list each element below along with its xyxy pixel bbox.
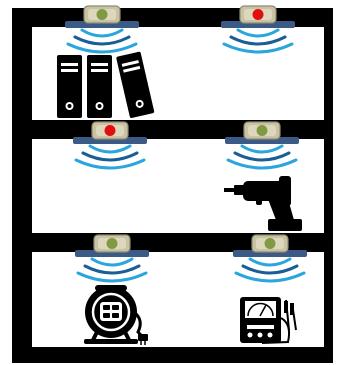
status-indicator bbox=[265, 238, 276, 249]
status-indicator bbox=[107, 238, 118, 249]
status-indicator bbox=[97, 9, 108, 20]
binders-icon bbox=[57, 51, 155, 118]
status-indicator bbox=[105, 125, 116, 136]
status-indicator bbox=[257, 125, 268, 136]
status-indicator bbox=[253, 9, 264, 20]
